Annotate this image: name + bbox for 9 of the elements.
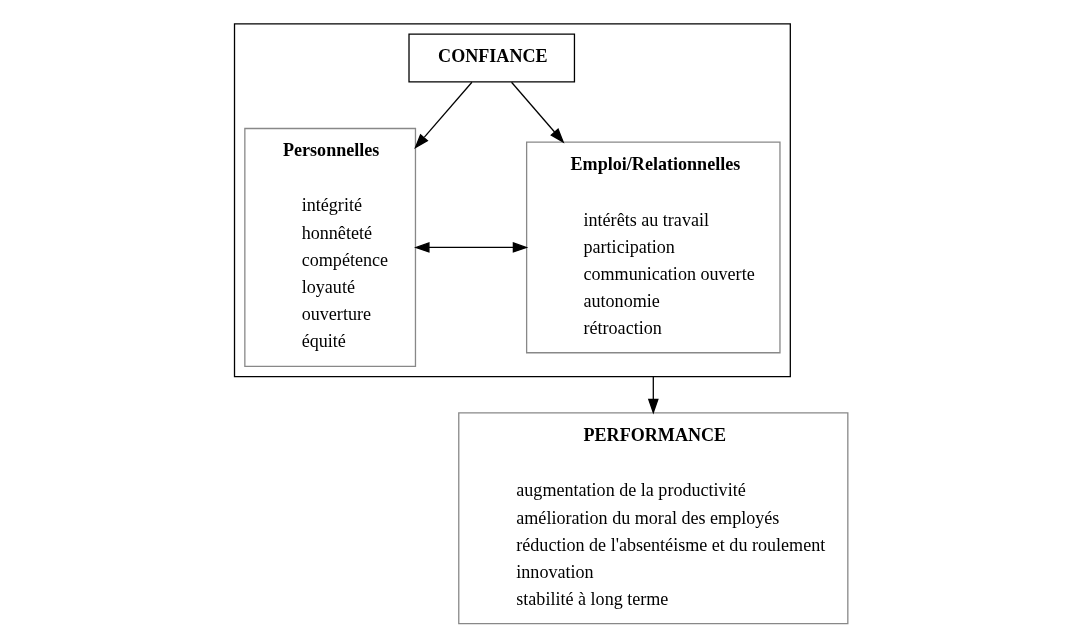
arrow <box>510 81 564 144</box>
arrow <box>647 376 659 415</box>
node-box: Emploi/Relationnelles intérêts au travail participation communication ouverte autonomie rétroaction <box>525 141 781 354</box>
cluster <box>233 23 791 378</box>
node-box: CONFIANCE <box>407 33 575 83</box>
arrow <box>413 242 528 253</box>
arrow <box>413 81 473 149</box>
node-box: PERFORMANCE augmentation de la productivité amélioration du moral des employés réduction de l'absentéisme et du roulement innovation stabilité à long terme <box>457 412 848 625</box>
node-box: Personnelles intégrité honnêteté compétence loyauté ouverture équité <box>243 127 416 367</box>
